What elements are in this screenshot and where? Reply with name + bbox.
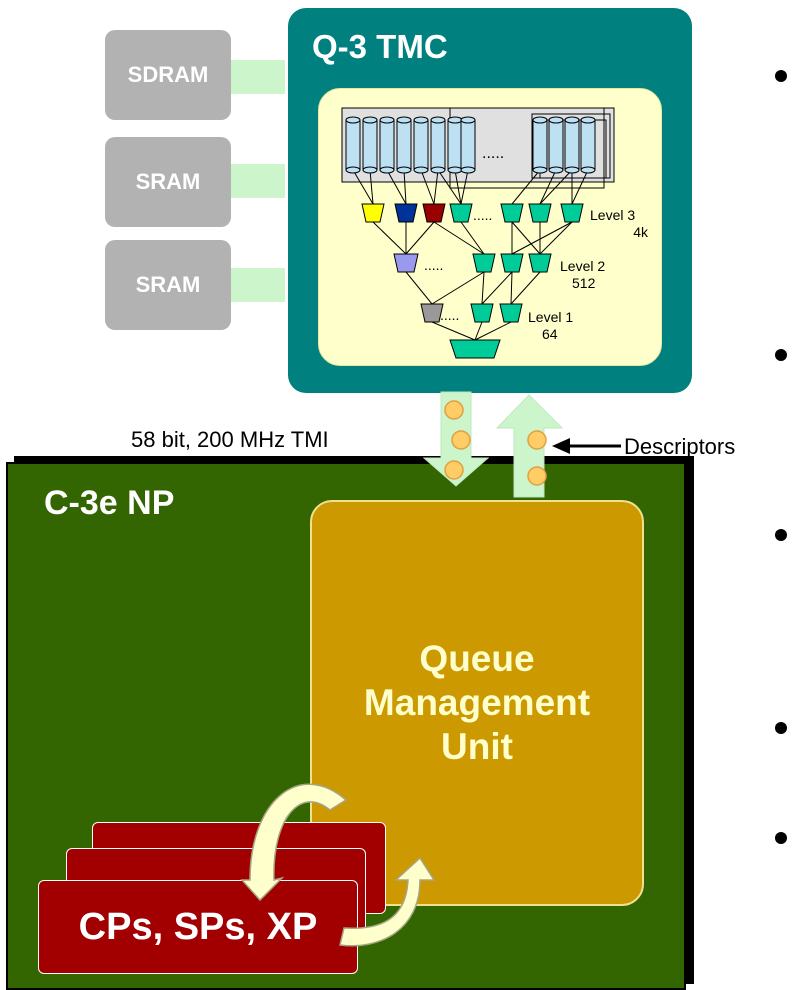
level3-nodes — [361, 203, 584, 223]
level1-nodes — [420, 303, 523, 323]
processor-card: CPs, SPs, XP — [38, 880, 358, 974]
level1-count: 64 — [542, 326, 558, 342]
level2-links — [405, 271, 541, 305]
level1-links — [431, 321, 512, 341]
level2-ellipsis: ..... — [424, 257, 443, 273]
level2-name: Level 2 — [560, 258, 606, 274]
level2-nodes — [393, 253, 552, 273]
sram-label-2: SRAM — [135, 272, 201, 297]
processor-label: CPs, SPs, XP — [78, 905, 318, 948]
sdram-link — [231, 60, 285, 94]
queue-cylinders — [345, 116, 596, 174]
sram-label-1: SRAM — [135, 169, 201, 194]
sdram-label: SDRAM — [127, 62, 209, 87]
level3-count: 4k — [633, 224, 648, 240]
sram-link-2 — [231, 268, 285, 302]
qmu-line-3: Unit — [441, 726, 513, 767]
interface-label: 58 bit, 200 MHz TMI — [131, 427, 329, 452]
level2-label: Level 2 512 — [560, 258, 605, 292]
level3-name: Level 3 — [590, 207, 636, 223]
queue-management-unit: Queue Management Unit — [310, 500, 644, 906]
level1-name: Level 1 — [528, 309, 574, 325]
np-title: C-3e NP — [44, 484, 175, 522]
root-node — [449, 339, 501, 359]
sdram-block: SDRAM — [105, 30, 231, 120]
sram-block-1: SRAM — [105, 137, 231, 227]
qmu-line-1: Queue — [419, 638, 535, 679]
sram-link-1 — [231, 164, 285, 198]
bullets — [775, 70, 787, 844]
level3-label: Level 3 4k — [590, 207, 650, 241]
level3-links — [372, 221, 573, 255]
sram-block-2: SRAM — [105, 240, 231, 330]
cycle-arrow-top — [240, 783, 348, 902]
qmu-line-2: Management — [363, 682, 591, 723]
queue-ellipsis: ..... — [482, 145, 504, 162]
descriptor-dots — [444, 400, 547, 486]
level3-ellipsis: ..... — [473, 207, 492, 223]
tmc-title: Q-3 TMC — [312, 28, 448, 65]
cycle-arrow-bottom — [339, 856, 436, 947]
queue-links — [352, 169, 589, 205]
level1-label: Level 1 64 — [528, 309, 573, 343]
descriptor-pointer-head — [552, 438, 570, 454]
level1-ellipsis: ..... — [440, 307, 459, 323]
level2-count: 512 — [572, 275, 596, 291]
scheduler-tree: ..... ..... ..... — [341, 107, 615, 359]
descriptors-label: Descriptors — [624, 434, 736, 459]
